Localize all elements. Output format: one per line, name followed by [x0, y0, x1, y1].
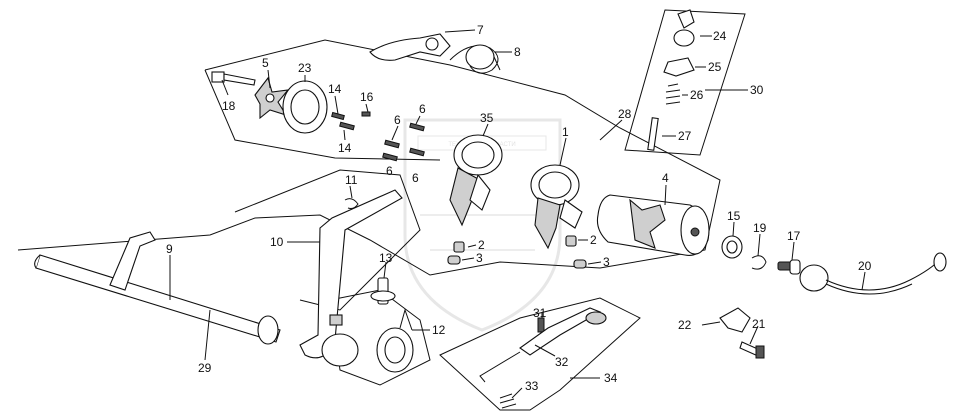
shift-fork-part-1 — [530, 164, 583, 250]
callout-23: 23 — [298, 61, 312, 75]
callout-6d: 6 — [412, 171, 419, 185]
spring-part-11 — [344, 198, 359, 209]
pins-group — [331, 111, 425, 162]
callout-29: 29 — [198, 361, 212, 375]
callout-35: 35 — [480, 111, 494, 125]
callout-16: 16 — [360, 90, 374, 104]
callout-18: 18 — [222, 99, 236, 113]
bolt-part-18 — [211, 71, 256, 86]
cable-part-20 — [799, 252, 947, 295]
lever-part-10 — [299, 189, 403, 367]
callout-19: 19 — [753, 221, 767, 235]
callout-9: 9 — [166, 242, 173, 256]
callout-4: 4 — [662, 171, 669, 185]
callout-22: 22 — [678, 318, 692, 332]
inner-outline — [204, 69, 441, 161]
callout-32: 32 — [555, 355, 569, 369]
callout-8: 8 — [514, 45, 521, 59]
ring-part-23 — [282, 80, 328, 134]
callout-7: 7 — [477, 23, 484, 37]
callout-28: 28 — [618, 107, 632, 121]
callout-33: 33 — [525, 379, 539, 393]
callout-3b: 3 — [603, 255, 610, 269]
callout-10: 10 — [270, 235, 284, 249]
callout-30: 30 — [750, 83, 764, 97]
assembly-28-outline — [17, 39, 721, 276]
shift-drum-part-4 — [596, 194, 710, 256]
callout-2a: 2 — [478, 238, 485, 252]
callout-27: 27 — [678, 129, 692, 143]
callout-14b: 14 — [338, 141, 352, 155]
callout-1: 1 — [562, 125, 569, 139]
shaft-part-9 — [34, 231, 281, 345]
assembly-30-outline — [624, 9, 746, 156]
pin-part-13 — [370, 277, 396, 305]
pedal-parts — [479, 307, 607, 409]
callout-20: 20 — [858, 259, 872, 273]
callout-3a: 3 — [476, 251, 483, 265]
spring-part-12 — [376, 308, 414, 373]
callout-12: 12 — [432, 323, 446, 337]
callout-21: 21 — [752, 317, 766, 331]
bolt-part-17 — [777, 259, 801, 275]
callout-6a: 6 — [419, 102, 426, 116]
assembly-30-parts — [647, 9, 695, 151]
callout-6c: 6 — [386, 164, 393, 178]
washer-part-15 — [721, 235, 743, 259]
bracket-part-22 — [719, 307, 751, 333]
callout-5: 5 — [262, 56, 269, 70]
callout-11: 11 — [345, 173, 358, 187]
lever-part-7 — [369, 33, 451, 61]
bolt-part-21 — [739, 341, 765, 359]
callout-13: 13 — [379, 251, 393, 265]
pins-parts-2-3 — [447, 235, 587, 269]
callout-26: 26 — [690, 88, 704, 102]
callout-6b: 6 — [394, 113, 401, 127]
callout-24: 24 — [713, 29, 727, 43]
callout-17: 17 — [787, 229, 801, 243]
callout-31: 31 — [533, 306, 547, 320]
callout-25: 25 — [708, 60, 722, 74]
shift-fork-part-35 — [449, 134, 503, 227]
callout-2b: 2 — [590, 233, 597, 247]
spring-part-8 — [449, 44, 501, 74]
callout-34: 34 — [604, 371, 618, 385]
leader-lines — [169, 29, 866, 399]
clip-part-19 — [751, 255, 767, 270]
callout-labels: 7 8 5 23 18 14 16 14 6 6 6 6 35 1 28 4 2… — [166, 23, 872, 393]
assembly-34-outline — [439, 297, 641, 411]
callout-15: 15 — [727, 209, 741, 223]
callout-14a: 14 — [328, 82, 342, 96]
